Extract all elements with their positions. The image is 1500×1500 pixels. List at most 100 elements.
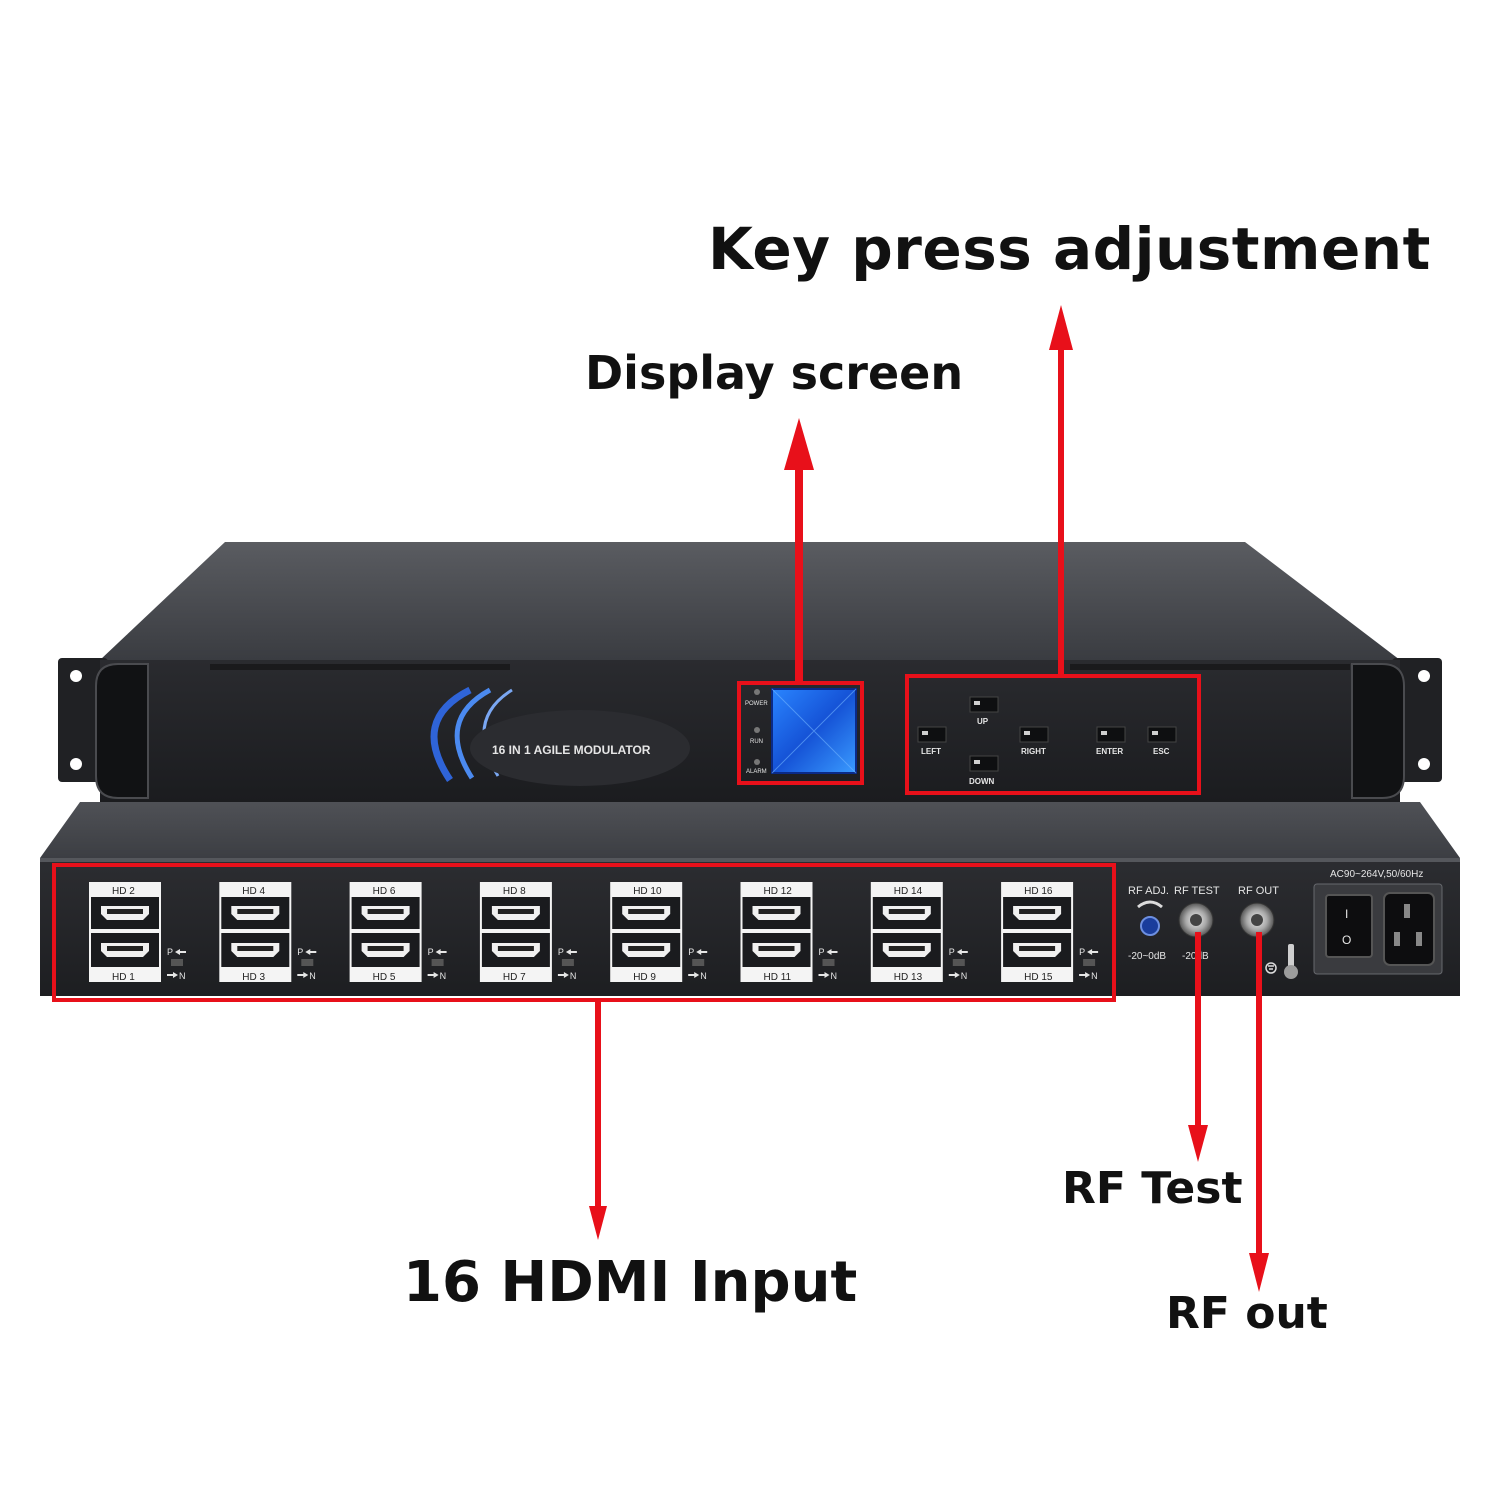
arrow-right-icon	[557, 972, 569, 978]
hdmi-highlight-box	[52, 863, 1116, 1002]
switch-n-label: N	[831, 971, 838, 981]
switch-n-label: N	[440, 971, 447, 981]
key-esc-label: ESC	[1153, 747, 1170, 756]
rf-test-callout: RF Test	[1062, 1163, 1243, 1214]
left-handle	[95, 663, 149, 799]
hdmi-label-bottom: HD 7	[503, 972, 526, 983]
arrow-right-icon	[688, 972, 700, 978]
hdmi-label-top: HD 12	[764, 886, 793, 897]
hdmi-label-top: HD 14	[894, 886, 923, 897]
arrow-keypress	[1049, 305, 1073, 676]
power-switch-on-mark: I	[1345, 907, 1348, 921]
arrow-hdmi	[589, 1000, 607, 1240]
led-label-power: POWER	[745, 701, 768, 707]
key-left[interactable]	[917, 726, 947, 743]
power-switch[interactable]	[1325, 894, 1373, 958]
switch-n-label: N	[179, 971, 186, 981]
front-top-surface	[100, 542, 1400, 660]
led-label-alarm: ALARM	[746, 769, 767, 775]
hdmi-label-bottom: HD 5	[373, 972, 396, 983]
model-label: 16 IN 1 AGILE MODULATOR	[492, 743, 651, 757]
key-down-label: DOWN	[969, 777, 995, 786]
run-led	[754, 727, 760, 733]
switch-n-label: N	[700, 971, 707, 981]
rf-adj-range: -20~0dB	[1128, 951, 1166, 962]
switch-n-label: N	[1091, 971, 1098, 981]
hdmi-label-bottom: HD 13	[894, 972, 923, 983]
hdmi-label-bottom: HD 9	[633, 972, 656, 983]
switch-n-label: N	[309, 971, 316, 981]
rf-out-callout: RF out	[1166, 1288, 1328, 1339]
hdmi-label-top: HD 2	[112, 886, 135, 897]
hdmi-label-bottom: HD 11	[764, 972, 792, 983]
display-screen-callout: Display screen	[585, 346, 964, 400]
brand-swoosh-icon	[430, 686, 690, 786]
key-left-label: LEFT	[921, 747, 941, 756]
pn-switch[interactable]	[952, 959, 965, 966]
key-esc[interactable]	[1147, 726, 1177, 743]
hdmi-module: HD 2 HD 1 P N	[89, 882, 186, 983]
arrow-left-icon	[696, 949, 708, 955]
hdmi-module: HD 14 HD 13 P N	[870, 882, 968, 983]
hdmi-label-bottom: HD 15	[1024, 972, 1053, 983]
key-enter-label: ENTER	[1096, 747, 1123, 756]
alarm-led	[754, 759, 760, 765]
arrow-left-icon	[175, 949, 186, 955]
right-handle	[1351, 663, 1405, 799]
hdmi-module: HD 6HD 5PN	[349, 882, 447, 983]
switch-n-label: N	[961, 971, 968, 981]
front-unit: 16 IN 1 AGILE MODULATOR POWER RUN ALARM …	[58, 542, 1442, 802]
power-led	[754, 689, 760, 695]
arrow-rftest	[1188, 932, 1208, 1162]
pn-switch[interactable]	[431, 959, 444, 966]
switch-p-label: P	[688, 947, 694, 957]
key-press-callout: Key press adjustment	[708, 215, 1431, 283]
hdmi-module: HD 10 HD 9 P N	[610, 882, 708, 983]
power-spec-label: AC90~264V,50/60Hz	[1330, 869, 1423, 880]
key-right-label: RIGHT	[1021, 747, 1046, 756]
ac-inlet[interactable]	[1383, 892, 1435, 966]
rf-adjust-knob[interactable]	[1140, 916, 1160, 936]
switch-p-label: P	[428, 947, 434, 957]
hdmi-label-bottom: HD 3	[242, 972, 265, 983]
arrow-right-icon	[167, 972, 178, 978]
hdmi-label-top: HD 16	[1024, 886, 1053, 897]
rear-top-surface	[40, 802, 1460, 858]
switch-p-label: P	[167, 947, 173, 957]
key-up[interactable]	[969, 696, 999, 713]
pn-switch[interactable]	[822, 959, 835, 966]
pn-switch[interactable]	[301, 959, 314, 966]
arrow-left-icon	[826, 949, 838, 955]
arrow-right-icon	[427, 972, 439, 978]
arrow-display	[784, 418, 814, 683]
pn-switch[interactable]	[1083, 959, 1096, 966]
hdmi-label-top: HD 4	[242, 886, 265, 897]
pn-switch[interactable]	[171, 959, 183, 966]
arrow-rfout	[1249, 932, 1269, 1292]
rf-adj-label: RF ADJ.	[1128, 885, 1169, 897]
arrow-left-icon	[1087, 949, 1099, 955]
switch-p-label: P	[558, 947, 564, 957]
hdmi-module: HD 4HD 3PN	[219, 882, 317, 983]
arrow-right-icon	[1079, 972, 1091, 978]
ground-icon	[1265, 962, 1277, 974]
switch-n-label: N	[570, 971, 577, 981]
rf-test-label: RF TEST	[1174, 885, 1220, 897]
key-right[interactable]	[1019, 726, 1049, 743]
arrow-right-icon	[948, 972, 960, 978]
arrow-left-icon	[435, 949, 447, 955]
key-enter[interactable]	[1096, 726, 1126, 743]
pn-switch[interactable]	[561, 959, 574, 966]
hdmi-label-top: HD 10	[633, 886, 662, 897]
arrow-right-icon	[818, 972, 830, 978]
rf-out-label: RF OUT	[1238, 885, 1279, 897]
key-down[interactable]	[969, 755, 999, 772]
hdmi-input-callout: 16 HDMI Input	[403, 1250, 858, 1315]
hdmi-label-bottom: HD 1	[112, 972, 135, 983]
pn-switch[interactable]	[692, 959, 705, 966]
switch-p-label: P	[949, 947, 955, 957]
